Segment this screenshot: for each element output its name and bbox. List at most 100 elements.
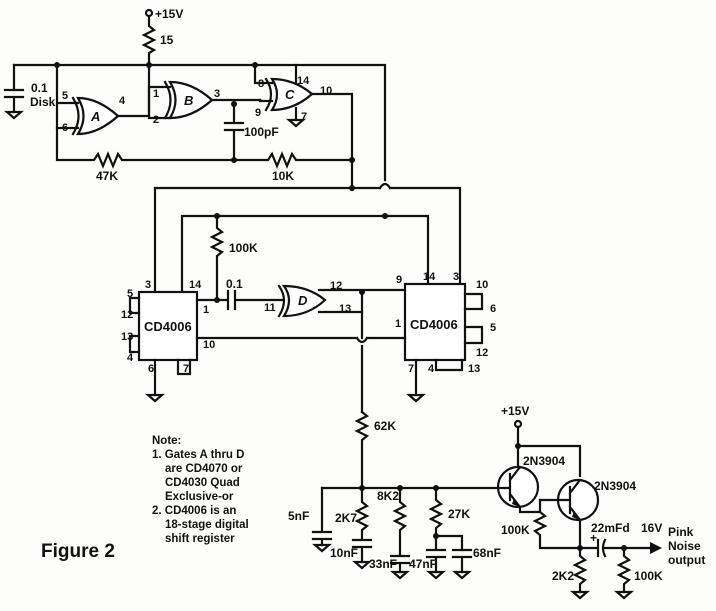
cap-10nf-label: 10nF bbox=[330, 546, 358, 560]
right-loop-5-12 bbox=[463, 325, 484, 345]
resistor-100k-bias2-label: 100K bbox=[501, 523, 530, 537]
gate-a-output-wire bbox=[116, 85, 172, 118]
output-arrow-icon bbox=[650, 542, 662, 554]
right-loop-10-6 bbox=[463, 292, 484, 311]
svg-text:14: 14 bbox=[423, 271, 436, 283]
resistor-100k-bias-label: 100K bbox=[229, 241, 258, 255]
disk-cap-value: 0.1 bbox=[31, 81, 48, 95]
notes-line: are CD4070 or bbox=[165, 463, 243, 475]
svg-text:6: 6 bbox=[62, 122, 68, 134]
transistor-q2-label: 2N3904 bbox=[594, 479, 636, 493]
svg-text:4: 4 bbox=[119, 95, 126, 107]
left-cd4006-label: CD4006 bbox=[144, 319, 192, 334]
gate-c-output-wire bbox=[310, 92, 354, 192]
svg-text:4: 4 bbox=[428, 363, 435, 375]
resistor-62k bbox=[354, 410, 370, 490]
svg-text:3: 3 bbox=[145, 279, 151, 291]
svg-text:3: 3 bbox=[214, 88, 220, 100]
notes-line: CD4030 Quad bbox=[165, 477, 240, 489]
svg-text:3: 3 bbox=[453, 271, 459, 283]
notes-line: 18-stage digital bbox=[165, 519, 249, 531]
ground-icon bbox=[4, 110, 24, 120]
cap-68nf bbox=[451, 548, 473, 574]
transistor-q1-label: 2N3904 bbox=[523, 454, 565, 468]
ground-icon bbox=[406, 393, 426, 403]
resistor-27k-label: 27K bbox=[448, 507, 470, 521]
left-loop-13-4 bbox=[128, 334, 141, 354]
wire-crossover-hop bbox=[378, 182, 392, 190]
clock-bus-wire bbox=[153, 186, 462, 302]
ground-icon bbox=[286, 118, 306, 128]
ground-icon bbox=[614, 590, 634, 600]
top-gates-section: +15V 15 0.1 Disk A 5 6 4 B 1 2 3 100pF bbox=[3, 7, 387, 192]
right-cd4006-chip bbox=[403, 282, 467, 362]
left-loop-6-7 bbox=[176, 358, 192, 376]
supply-label-top: +15V bbox=[155, 7, 183, 21]
resistor-62k-label: 62K bbox=[374, 419, 396, 433]
svg-text:12: 12 bbox=[121, 309, 133, 321]
notes-line: 1. Gates A thru D bbox=[152, 449, 244, 461]
top-rail-wire bbox=[12, 63, 387, 182]
notes-block: Note: 1. Gates A thru D are CD4070 or CD… bbox=[152, 435, 249, 545]
resistor-2k7-label: 2K7 bbox=[335, 511, 357, 525]
resistor-10k bbox=[232, 151, 354, 169]
gate-b-xor-arc bbox=[163, 80, 172, 120]
resistor-100k-bias bbox=[209, 214, 225, 302]
svg-text:13: 13 bbox=[468, 363, 480, 375]
cap-47nf bbox=[425, 534, 447, 574]
svg-text:14: 14 bbox=[189, 279, 202, 291]
right-loop-4-13 bbox=[434, 358, 464, 372]
svg-text:1: 1 bbox=[203, 304, 209, 316]
resistor-2k2 bbox=[572, 546, 588, 594]
gate-c-input2-wire bbox=[258, 98, 274, 103]
cap-5nf bbox=[311, 486, 333, 547]
svg-text:9: 9 bbox=[255, 107, 261, 119]
svg-text:9: 9 bbox=[396, 274, 402, 286]
svg-text:14: 14 bbox=[297, 75, 310, 87]
left-loop-5-12 bbox=[128, 296, 141, 315]
svg-text:5: 5 bbox=[127, 288, 133, 300]
svg-text:+: + bbox=[590, 531, 597, 545]
resistor-15 bbox=[141, 14, 157, 67]
ground-icon bbox=[145, 393, 165, 403]
gate-d-body bbox=[281, 284, 327, 318]
gate-d-label: D bbox=[298, 293, 308, 308]
resistor-47k-label: 47K bbox=[96, 169, 118, 183]
notes-heading: Note: bbox=[152, 435, 181, 447]
svg-text:1: 1 bbox=[395, 318, 401, 330]
resistor-100k-load-label: 100K bbox=[634, 569, 663, 583]
ground-icon bbox=[452, 570, 472, 580]
svg-text:5: 5 bbox=[62, 90, 68, 102]
svg-text:6: 6 bbox=[148, 363, 154, 375]
transistor-q2-leads bbox=[538, 478, 582, 550]
resistor-100k-load bbox=[616, 546, 632, 594]
notes-line: 2. CD4006 is an bbox=[152, 505, 236, 517]
gate-d-xor-arc bbox=[277, 284, 286, 318]
svg-text:11: 11 bbox=[264, 302, 276, 314]
notes-line: Exclusive-or bbox=[165, 491, 234, 503]
svg-text:12: 12 bbox=[476, 347, 488, 359]
svg-text:10: 10 bbox=[320, 85, 332, 97]
ground-icon bbox=[312, 543, 332, 553]
right-cd4006-label: CD4006 bbox=[410, 317, 458, 332]
svg-text:4: 4 bbox=[127, 352, 134, 364]
coupling-cap-label: 0.1 bbox=[226, 277, 243, 291]
ground-icon bbox=[390, 570, 410, 580]
svg-text:13: 13 bbox=[339, 303, 351, 315]
resistor-27k bbox=[428, 486, 464, 552]
resistor-15-label: 15 bbox=[160, 33, 174, 47]
filter-network: 62K 5nF 2K7 10nF 8K2 33nF 27K 47nF 68nF bbox=[288, 410, 502, 580]
transistor-q1 bbox=[496, 465, 540, 509]
cap-47nf-label: 47nF bbox=[409, 557, 437, 571]
cap-5nf-label: 5nF bbox=[288, 509, 309, 523]
gate-a-body bbox=[76, 96, 120, 136]
vdd-bus-wire bbox=[180, 214, 430, 302]
figure-title: Figure 2 bbox=[41, 541, 115, 562]
svg-text:2: 2 bbox=[153, 114, 159, 126]
gate-b-body bbox=[168, 80, 214, 120]
ground-icon bbox=[352, 560, 372, 570]
shift-register-section: 100K CD4006 3 14 5 12 13 4 6 7 1 10 0.1 … bbox=[121, 182, 496, 414]
svg-text:6: 6 bbox=[490, 303, 496, 315]
